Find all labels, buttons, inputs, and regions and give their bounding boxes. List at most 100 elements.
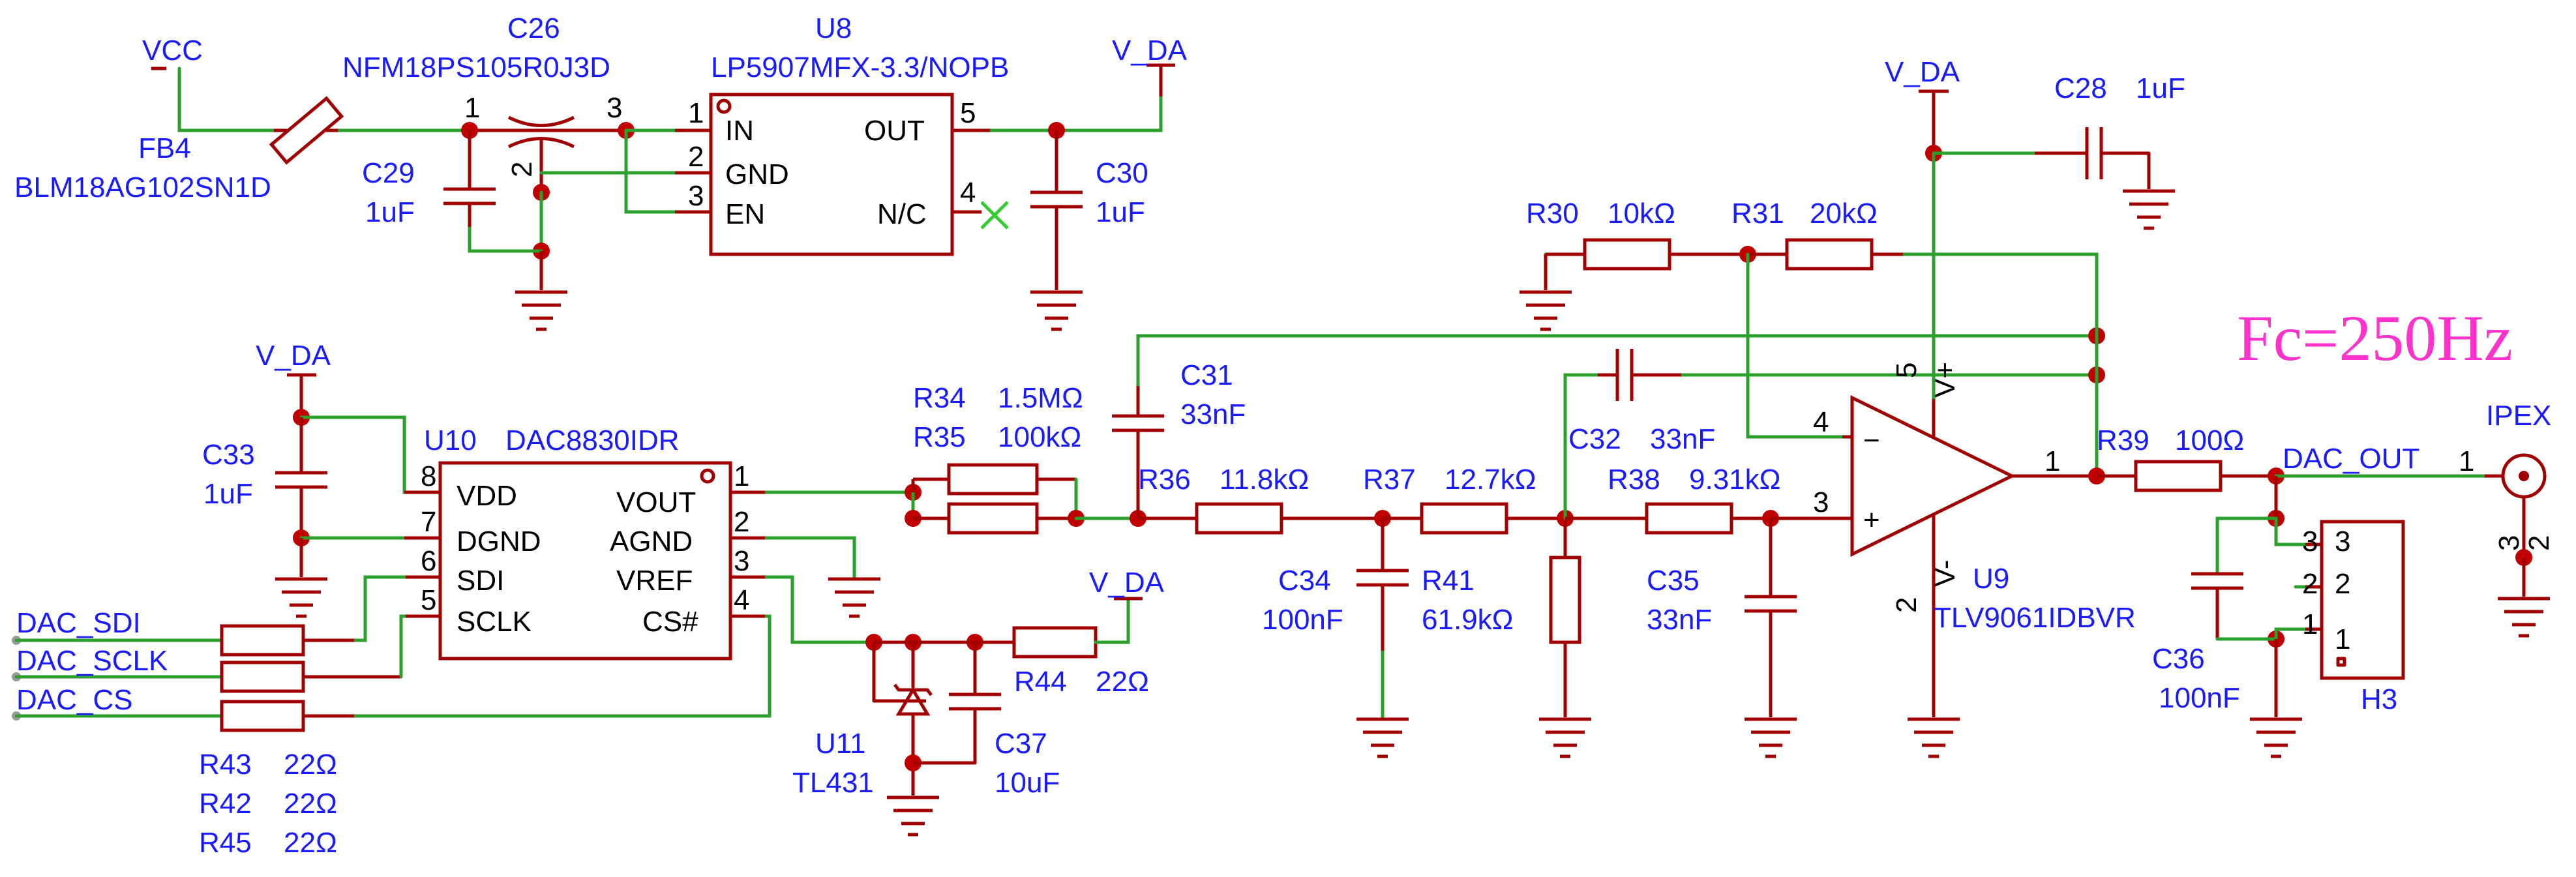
- r44-value: 22Ω: [1096, 666, 1149, 698]
- resistor-r35: [947, 502, 1039, 535]
- c35-ref: C35: [1647, 565, 1700, 597]
- input-lines: [12, 575, 771, 732]
- u10-pinnum-7: 7: [421, 506, 436, 538]
- capacitor-c29: [443, 130, 496, 228]
- c36-ref: C36: [2152, 643, 2205, 675]
- capacitor-c30: [1030, 130, 1083, 290]
- c28-value: 1uF: [2136, 72, 2185, 104]
- r41-value: 61.9kΩ: [1422, 604, 1514, 636]
- wire-vref: [764, 575, 876, 644]
- u10-pinnum-2: 2: [734, 506, 749, 538]
- capacitor-c37: [913, 642, 1001, 765]
- ground-symbol: [275, 577, 327, 618]
- ground-symbol: [828, 577, 880, 618]
- cutoff-annotation: Fc=250Hz: [2237, 302, 2513, 374]
- u9-plus: +: [1863, 504, 1880, 536]
- wire-inv: [1746, 252, 1844, 439]
- r45-value: 22Ω: [284, 827, 337, 859]
- h3-ref: H3: [2361, 683, 2397, 715]
- c26-value: NFM18PS105R0J3D: [342, 52, 610, 83]
- r30-value: 10kΩ: [1608, 198, 1675, 230]
- c34-value: 100nF: [1262, 604, 1343, 636]
- u8-ref: U8: [815, 12, 852, 44]
- u10-ref: U10: [424, 424, 477, 456]
- wire-en: [624, 128, 677, 214]
- h3-pinnum-2: 2: [2302, 568, 2318, 600]
- c26-pin2: 2: [506, 162, 538, 177]
- u10-pin-dgnd: DGND: [457, 526, 541, 557]
- net-label-sclk: DAC_SCLK: [16, 645, 168, 677]
- wire-out: [989, 95, 1163, 132]
- c30-value: 1uF: [1096, 196, 1145, 228]
- c31-ref: C31: [1180, 359, 1233, 391]
- u10-pinnum-3: 3: [734, 545, 749, 577]
- c26-pin1: 1: [464, 92, 480, 124]
- u10-value: DAC8830IDR: [505, 424, 680, 456]
- capacitor-c34: [1356, 518, 1409, 652]
- fb4-ref: FB4: [138, 132, 191, 164]
- h3-label-1: 1: [2335, 623, 2350, 655]
- r37-value: 12.7kΩ: [1445, 464, 1536, 496]
- c30-ref: C30: [1096, 157, 1148, 189]
- net-label-vcc: VCC: [142, 35, 203, 67]
- c26-pin3: 3: [607, 92, 622, 124]
- u8-pinnum-1: 1: [688, 97, 704, 129]
- u10-pin-sdi: SDI: [457, 565, 504, 597]
- wire-vdd: [299, 415, 442, 494]
- u10-pin-cs: CS#: [642, 606, 698, 638]
- wire-vcc-fb4: [177, 67, 276, 132]
- u9-pinnum-4: 4: [1813, 406, 1829, 438]
- c31-value: 33nF: [1180, 398, 1246, 430]
- wire-c32: [1563, 373, 1600, 520]
- r35-value: 100kΩ: [998, 421, 1081, 453]
- h3-label-3: 3: [2335, 526, 2350, 557]
- ic-u10: [404, 461, 766, 661]
- c29-ref: C29: [362, 157, 415, 189]
- c35-value: 33nF: [1647, 604, 1712, 636]
- connector-ipex: [2485, 453, 2547, 557]
- ground-symbol: [1908, 717, 1960, 758]
- r31-value: 20kΩ: [1810, 198, 1878, 230]
- u10-pin-vout: VOUT: [616, 486, 696, 518]
- shunt-reference-u11: [872, 642, 933, 795]
- wire-c36-top: [2215, 516, 2278, 576]
- c33-value: 1uF: [203, 478, 253, 510]
- wire-r44-vda: [1094, 597, 1130, 644]
- dac-section: V_DA C33 1uF: [12, 340, 1165, 859]
- u8-pinnum-2: 2: [688, 141, 704, 173]
- u9-pinnum-2: 2: [1891, 597, 1923, 613]
- r41-ref: R41: [1422, 565, 1475, 597]
- c32-value: 33nF: [1650, 423, 1715, 455]
- filter-section: R34 1.5MΩ R35 100kΩ C31 33nF R36 11.8kΩ: [764, 56, 2185, 758]
- r43-ref: R43: [199, 749, 252, 780]
- u9-ref: U9: [1973, 563, 2009, 595]
- resistor-r34: [947, 463, 1039, 496]
- u8-pinnum-3: 3: [688, 180, 704, 212]
- capacitor-c28: [2035, 127, 2151, 189]
- ground-symbol: [1030, 290, 1083, 331]
- ground-symbol: [1745, 717, 1797, 758]
- u8-pin-nc: N/C: [877, 198, 927, 230]
- r38-ref: R38: [1608, 464, 1660, 496]
- resistor-r39: [2134, 460, 2223, 492]
- u9-pinnum-1: 1: [2044, 445, 2060, 477]
- c28-ref: C28: [2054, 72, 2107, 104]
- resistor-r30: [1583, 238, 1671, 271]
- ipex-pin1: 1: [2459, 445, 2474, 477]
- opamp-u9: [1771, 394, 2097, 717]
- capacitor-c35: [1745, 518, 1797, 717]
- r31-ref: R31: [1731, 198, 1784, 230]
- net-label-vda-u10: V_DA: [256, 340, 331, 372]
- wire-r31-out: [1902, 252, 2099, 478]
- u10-pin-agnd: AGND: [610, 526, 693, 557]
- resistor-r44: [1012, 626, 1098, 659]
- wire-c31-feedback: [1136, 334, 2099, 387]
- r39-value: 100Ω: [2175, 424, 2244, 456]
- u11-ref: U11: [815, 728, 865, 760]
- u8-pin-in: IN: [725, 115, 754, 147]
- capacitor-c26: [470, 115, 626, 194]
- r30-ref: R30: [1526, 198, 1579, 230]
- capacitor-c31: [1112, 385, 1164, 518]
- ipex-pin2: 2: [2523, 535, 2555, 551]
- net-label-cs: DAC_CS: [16, 684, 133, 716]
